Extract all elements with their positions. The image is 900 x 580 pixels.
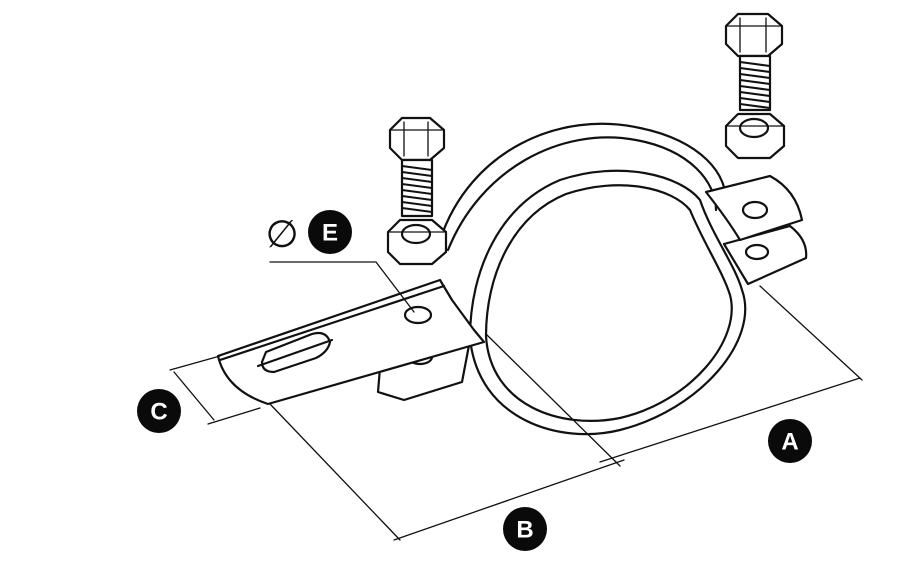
label-a-text: A xyxy=(781,429,798,456)
upper-strap xyxy=(216,174,804,406)
clamp-ring xyxy=(438,122,747,436)
label-b-text: B xyxy=(516,517,533,544)
bolt-right-thread xyxy=(739,61,771,109)
label-b: B xyxy=(503,507,547,551)
dimension-lines xyxy=(169,261,863,541)
label-c: C xyxy=(137,389,181,433)
label-e: ∅ E xyxy=(265,210,352,256)
label-e-text: E xyxy=(322,220,338,247)
diameter-symbol: ∅ xyxy=(265,212,298,256)
lower-strap xyxy=(376,224,808,402)
label-c-text: C xyxy=(150,399,167,426)
label-a-circle xyxy=(768,419,812,463)
label-e-circle xyxy=(308,210,352,254)
bolt-left xyxy=(386,116,448,266)
bolt-right xyxy=(724,12,786,160)
bolt-left-thread xyxy=(401,165,433,213)
label-b-circle xyxy=(503,507,547,551)
label-c-circle xyxy=(137,389,181,433)
label-a: A xyxy=(768,419,812,463)
